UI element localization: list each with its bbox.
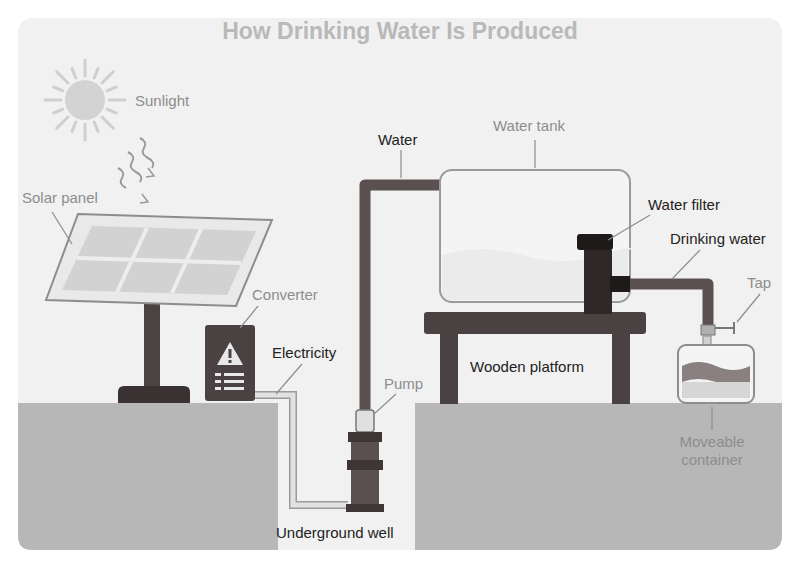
sun-ray bbox=[45, 99, 61, 102]
part-label: Solar panel bbox=[22, 189, 98, 207]
warning-sign bbox=[217, 342, 243, 365]
wooden-platform bbox=[424, 312, 646, 334]
part-label: Moveable container bbox=[666, 433, 758, 469]
sun-ray bbox=[107, 109, 116, 113]
panel-base bbox=[118, 386, 190, 403]
part-label: Underground well bbox=[276, 524, 394, 542]
sun-ray bbox=[84, 60, 87, 76]
filter-body bbox=[584, 250, 612, 314]
moveable-container bbox=[678, 345, 754, 403]
sun-ray bbox=[109, 99, 125, 102]
sun-ray bbox=[94, 69, 98, 78]
cell-grid bbox=[77, 228, 241, 293]
sun-ray bbox=[84, 124, 87, 140]
sun-ray bbox=[102, 72, 113, 83]
sun-ray bbox=[57, 72, 68, 83]
ground-left bbox=[18, 403, 278, 550]
sunlight-rays bbox=[118, 138, 154, 203]
leader-lines bbox=[52, 140, 760, 430]
part-label: Wooden platform bbox=[470, 358, 584, 376]
sun-ray bbox=[54, 87, 63, 91]
part-label: Converter bbox=[252, 286, 318, 304]
diagram-title: How Drinking Water Is Produced bbox=[0, 18, 800, 45]
sun-ray bbox=[94, 122, 98, 131]
pump-body bbox=[348, 432, 382, 442]
solar-cells bbox=[62, 226, 256, 295]
part-label: Tap bbox=[747, 274, 771, 292]
platform-leg bbox=[612, 330, 630, 404]
solar-panel bbox=[46, 214, 272, 306]
container-water bbox=[682, 362, 750, 385]
platform-leg bbox=[440, 330, 458, 404]
panel-pole bbox=[144, 300, 160, 390]
part-label: Water tank bbox=[493, 117, 565, 135]
sun-ray bbox=[54, 109, 63, 113]
part-label: Electricity bbox=[272, 344, 336, 362]
background-panel bbox=[18, 18, 782, 550]
sun-ray bbox=[72, 69, 76, 78]
part-label: Pump bbox=[384, 375, 423, 393]
electric-wire bbox=[255, 395, 348, 505]
sun-ray bbox=[72, 122, 76, 131]
pump-head bbox=[356, 410, 374, 432]
water-filter bbox=[577, 234, 613, 250]
sun-ray bbox=[102, 117, 113, 128]
converter-box bbox=[205, 325, 255, 401]
sun-icon bbox=[45, 60, 125, 140]
part-label: Water filter bbox=[648, 196, 720, 214]
part-label: Drinking water bbox=[670, 230, 766, 248]
part-label: Sunlight bbox=[135, 92, 189, 110]
water-pipe bbox=[365, 185, 442, 412]
sun-ray bbox=[107, 87, 116, 91]
converter-vents bbox=[215, 373, 244, 390]
sun-ray bbox=[57, 117, 68, 128]
tap bbox=[701, 325, 715, 335]
ground-right bbox=[415, 403, 782, 550]
part-label: Water bbox=[378, 131, 417, 149]
electric-wire-outline bbox=[255, 395, 348, 505]
